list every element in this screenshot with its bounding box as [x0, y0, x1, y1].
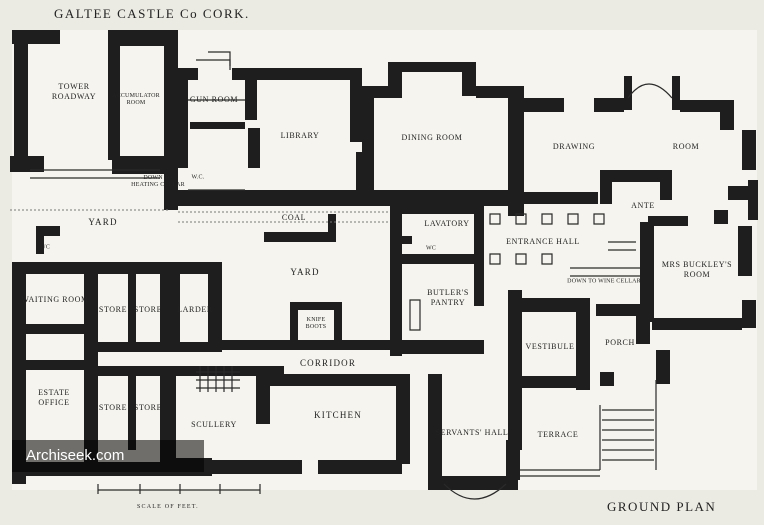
room-store-3: STORE	[98, 403, 128, 412]
plan-title: GALTEE CASTLE Co CORK.	[54, 6, 250, 21]
room-library: LIBRARY	[280, 131, 320, 140]
room-waiting-room: WAITING ROOM	[21, 295, 89, 304]
room-porch: PORCH	[605, 338, 635, 347]
room-tower-roadway: TOWER ROADWAY	[51, 82, 97, 101]
room-estate-office: ESTATE OFFICE	[38, 388, 70, 407]
central-walls	[212, 206, 522, 490]
room-drawing-room: ROOM	[672, 142, 700, 151]
room-knife-boots: KNIFE BOOTS	[305, 317, 327, 330]
room-store-4: STORE	[133, 403, 163, 412]
room-scullery: SCULLERY	[191, 420, 237, 429]
room-butlers-pantry: BUTLER'S PANTRY	[427, 288, 469, 307]
room-gun-room: GUN ROOM	[189, 95, 239, 104]
room-wc-lavatory: WC	[425, 245, 437, 252]
north-walls	[10, 30, 758, 220]
watermark-logo: Archiseek.com	[12, 440, 204, 472]
room-mrs-buckleys: MRS BUCKLEY'S ROOM	[661, 260, 733, 279]
room-drawing: DRAWING	[552, 142, 596, 151]
room-servants-hall: SERVANTS' HALL	[435, 428, 509, 437]
ground-plan-label: GROUND PLAN	[607, 499, 717, 514]
room-terrace: TERRACE	[537, 430, 579, 439]
floor-area	[12, 30, 757, 490]
room-store-1: STORE	[98, 305, 128, 314]
room-entrance-hall: ENTRANCE HALL	[506, 237, 580, 246]
room-wc-yard: WC	[39, 244, 51, 251]
room-coal: COAL	[281, 213, 307, 222]
scale-of-feet-label: SCALE OF FEET.	[137, 504, 199, 510]
room-yard-central: YARD	[290, 267, 320, 277]
room-yard-west: YARD	[88, 217, 118, 227]
room-dining-room: DINING ROOM	[401, 133, 463, 142]
room-corridor: CORRIDOR	[299, 358, 357, 368]
label-down-to-wine-cellar: DOWN TO WINE CELLAR	[567, 278, 641, 285]
east-walls	[516, 210, 756, 390]
label-down-to-heating-cellar: DOWN TO HEATING CELLAR	[131, 175, 185, 188]
west-walls	[12, 226, 284, 484]
room-accumulator: ACCUMULATOR ROOM	[112, 93, 160, 106]
room-kitchen: KITCHEN	[314, 410, 362, 420]
room-wc-gun: W.C.	[191, 174, 205, 181]
room-vestibule: VESTIBULE	[525, 342, 575, 351]
room-larder: LARDER	[177, 305, 213, 314]
room-ante: ANTE	[631, 201, 655, 210]
room-store-2: STORE	[133, 305, 163, 314]
room-lavatory: LAVATORY	[424, 219, 470, 228]
interior-lines	[10, 51, 673, 500]
